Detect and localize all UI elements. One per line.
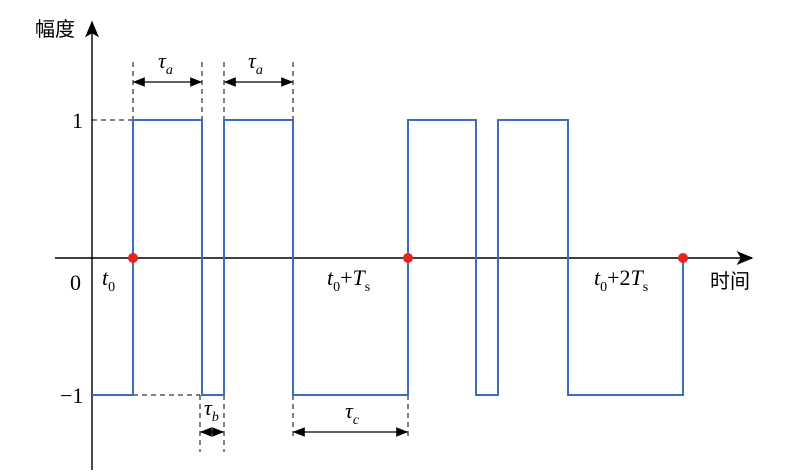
marker-t0-plus-2Ts: [678, 253, 688, 263]
x-axis-title: 时间: [710, 269, 750, 293]
t0-label: t0: [102, 265, 115, 295]
t0-plus-2Ts-label: t0+2Ts: [594, 265, 648, 295]
tick-label-positive: 1: [72, 108, 83, 133]
origin-label: 0: [70, 270, 81, 295]
tau-b-label: τb: [204, 395, 219, 425]
tau-a2-label: τa: [248, 48, 263, 78]
waveform-left-stub: [92, 345, 134, 396]
t0-plus-Ts-label: t0+Ts: [327, 265, 370, 295]
y-axis-title: 幅度: [35, 17, 75, 41]
marker-t0-plus-Ts: [403, 253, 413, 263]
tau-c-label: τc: [345, 398, 360, 428]
tau-a1-label: τa: [158, 48, 173, 78]
marker-t0: [128, 253, 138, 263]
tick-label-negative: −1: [60, 383, 83, 408]
